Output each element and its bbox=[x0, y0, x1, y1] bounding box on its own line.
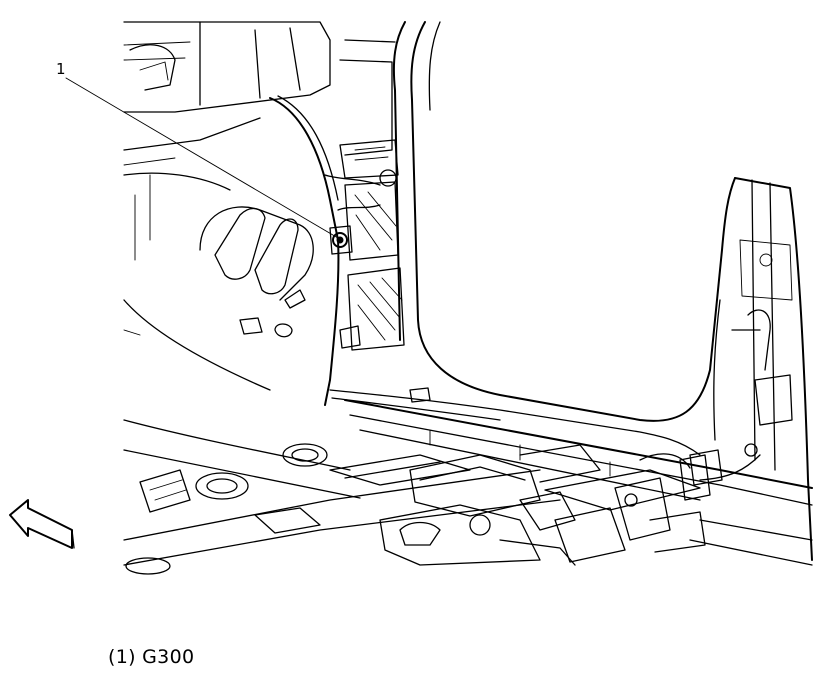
upper-body-structure bbox=[123, 21, 331, 166]
front-direction-arrow-icon bbox=[9, 499, 75, 549]
seat-bracket-assembly bbox=[379, 444, 761, 566]
vehicle-floor-diagram bbox=[9, 21, 813, 575]
door-pillar bbox=[339, 21, 736, 422]
side-panel-embossing bbox=[123, 172, 314, 391]
diagram-caption: (1) G300 bbox=[108, 646, 195, 668]
pillar-ribs bbox=[344, 181, 405, 351]
floor-pan bbox=[123, 419, 813, 566]
callout-leader bbox=[65, 77, 339, 239]
wiring-harness bbox=[269, 95, 701, 456]
ground-stud-g300 bbox=[329, 225, 353, 255]
rocker-sill bbox=[344, 399, 813, 506]
callout-number: 1 bbox=[56, 60, 66, 78]
rear-pillar bbox=[713, 177, 813, 561]
floor-drain-plugs bbox=[125, 443, 328, 575]
